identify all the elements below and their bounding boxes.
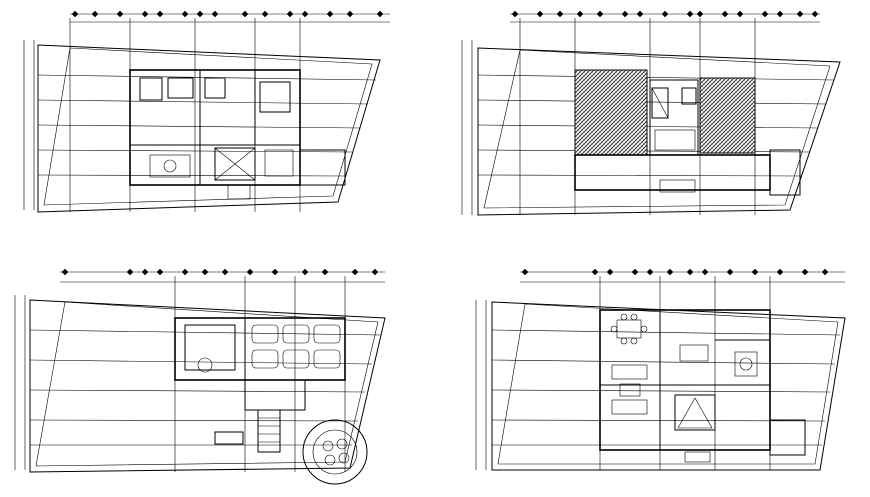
- dimension-marker: [591, 268, 599, 276]
- dining-table: [610, 313, 648, 345]
- dimension-marker: [666, 268, 674, 276]
- floor-plan-top-left: [23, 10, 390, 213]
- dimension-marker: [201, 268, 209, 276]
- dimension-marker: [156, 10, 164, 18]
- dimension-marker: [821, 268, 829, 276]
- roof-hatch-right: [699, 77, 756, 154]
- dimension-marker: [646, 268, 654, 276]
- dimension-marker: [91, 10, 99, 18]
- parking-bays: [251, 324, 341, 369]
- stair-plan-3: [257, 409, 281, 453]
- house-footprint: [129, 69, 301, 186]
- dimension-marker: [686, 10, 694, 18]
- stair-plan-4: [674, 394, 716, 431]
- dimension-marker: [321, 268, 329, 276]
- dimension-marker: [181, 10, 189, 18]
- floor-plan-bottom-right: [475, 268, 846, 471]
- dimension-marker: [241, 10, 249, 18]
- stair-plan-1: [214, 147, 256, 181]
- dimension-marker: [596, 10, 604, 18]
- lot-boundary: [29, 299, 386, 473]
- dimension-marker: [286, 10, 294, 18]
- dimension-marker: [636, 10, 644, 18]
- dimension-marker: [351, 268, 359, 276]
- dimension-marker: [776, 10, 784, 18]
- dimension-marker: [71, 10, 79, 18]
- lot-boundary: [477, 47, 841, 216]
- dimension-marker: [761, 10, 769, 18]
- dimension-marker: [686, 268, 694, 276]
- dimension-marker: [261, 10, 269, 18]
- dimension-marker: [701, 268, 709, 276]
- dimension-marker: [211, 10, 219, 18]
- dimension-marker: [576, 10, 584, 18]
- dimension-marker: [61, 268, 69, 276]
- lot-boundary: [37, 44, 381, 213]
- dimension-marker: [736, 10, 744, 18]
- kitchen: [679, 344, 758, 377]
- dimension-marker: [721, 10, 729, 18]
- dimension-marker: [606, 268, 614, 276]
- dimension-marker: [536, 10, 544, 18]
- dimension-marker: [776, 268, 784, 276]
- dimension-marker: [631, 268, 639, 276]
- dimension-marker: [221, 268, 229, 276]
- house-footprint: [599, 309, 771, 451]
- dimension-marker: [196, 10, 204, 18]
- roof-hatch-left: [574, 69, 648, 156]
- dimension-marker: [246, 268, 254, 276]
- dimension-marker: [141, 268, 149, 276]
- dimension-marker: [271, 268, 279, 276]
- dimension-marker: [376, 10, 384, 18]
- floor-plan-top-right: [461, 10, 841, 216]
- dimension-marker: [811, 10, 819, 18]
- dimension-marker: [181, 268, 189, 276]
- dimension-marker: [556, 10, 564, 18]
- dimension-marker: [126, 268, 134, 276]
- circular-garden: [302, 419, 368, 485]
- dimension-marker: [696, 10, 704, 18]
- dimension-marker: [326, 10, 334, 18]
- dimension-marker: [511, 10, 519, 18]
- dimension-marker: [141, 10, 149, 18]
- dimension-marker: [521, 268, 529, 276]
- dimension-marker: [621, 10, 629, 18]
- dimension-marker: [726, 268, 734, 276]
- dimension-marker: [371, 268, 379, 276]
- dimension-marker: [796, 10, 804, 18]
- dimension-marker: [661, 10, 669, 18]
- living-room: [611, 364, 648, 415]
- dimension-marker: [751, 268, 759, 276]
- dimension-marker: [116, 10, 124, 18]
- dimension-marker: [346, 10, 354, 18]
- dimension-marker: [801, 268, 809, 276]
- dimension-marker: [301, 268, 309, 276]
- lot-boundary: [491, 301, 846, 471]
- dimension-marker: [301, 10, 309, 18]
- floor-plan-bottom-left: [14, 268, 386, 485]
- dimension-marker: [156, 268, 164, 276]
